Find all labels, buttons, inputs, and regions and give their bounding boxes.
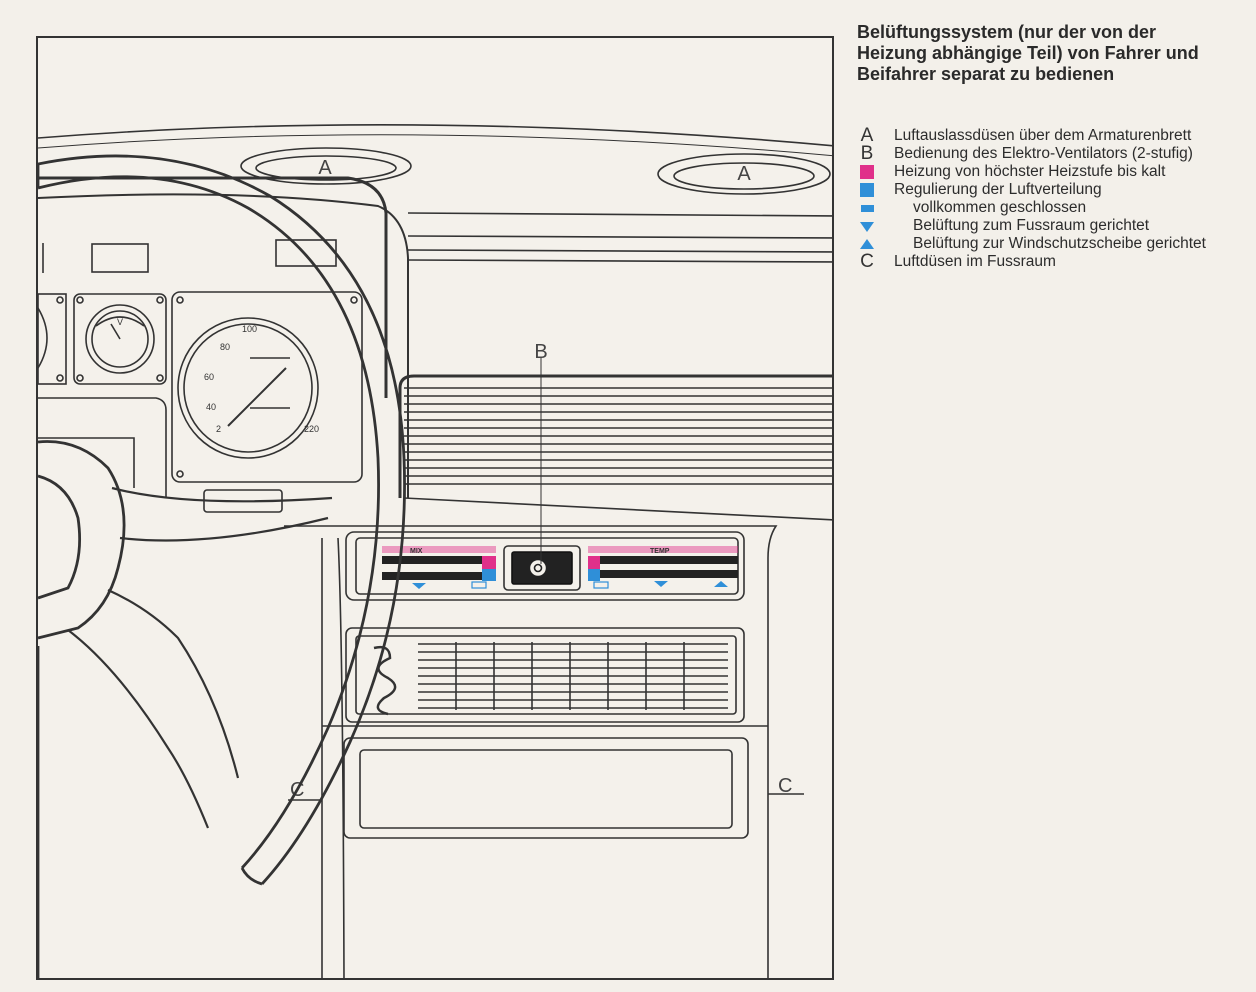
- label-a-left: A: [318, 157, 332, 179]
- dashboard-drawing: A A V: [38, 123, 832, 978]
- mix-scale: [382, 546, 496, 589]
- legend: A Luftauslassdüsen über dem Armaturenbre…: [857, 125, 1252, 272]
- mix-label: MIX: [410, 548, 423, 555]
- legend-text: Belüftung zum Fussraum gerichtet: [913, 217, 1150, 234]
- legend-item-air-distribution: Regulierung der Luftverteilung: [857, 181, 1252, 199]
- legend-key-c: C: [860, 251, 874, 272]
- speedo-tick: 220: [304, 424, 319, 434]
- legend-item-c: C Luftdüsen im Fussraum: [857, 251, 1252, 272]
- temp-scale: [588, 546, 738, 589]
- speedo-tick-labels: 100 80 60 40 2 220: [204, 324, 319, 434]
- cluster-lower-frame: [38, 397, 167, 498]
- central-vent: [398, 374, 832, 521]
- legend-item-b: B Bedienung des Elektro-Ventilators (2-s…: [857, 143, 1252, 164]
- legend-key-a: A: [860, 125, 874, 146]
- legend-item-footwell: Belüftung zum Fussraum gerichtet: [857, 217, 1252, 235]
- indicator-box-left: [91, 243, 149, 273]
- label-b: B: [534, 341, 547, 363]
- page-heading: Belüftungssystem (nur der von der Heizun…: [857, 22, 1249, 85]
- cluster-hood-inner: [38, 193, 409, 498]
- legend-text: Regulierung der Luftverteilung: [894, 181, 1102, 198]
- legend-text: Heizung von höchster Heizstufe bis kalt: [894, 163, 1166, 180]
- legend-item-heating: Heizung von höchster Heizstufe bis kalt: [857, 163, 1252, 181]
- heading-line: Beifahrer separat zu bedienen: [857, 64, 1115, 84]
- legend-text: Bedienung des Elektro-Ventilators (2-stu…: [894, 145, 1193, 162]
- gauge-mark: V: [117, 317, 123, 327]
- speedo-tick: 60: [204, 372, 214, 382]
- legend-item-a: A Luftauslassdüsen über dem Armaturenbre…: [857, 125, 1252, 146]
- steering-wheel: [38, 154, 406, 978]
- cluster-hood: [38, 176, 388, 398]
- label-c-right: C: [778, 775, 792, 797]
- heater-control-panel: [345, 531, 745, 601]
- speedo-tick: 80: [220, 342, 230, 352]
- legend-text: Belüftung zur Windschutzscheibe gerichte…: [913, 235, 1206, 252]
- vent-right: [657, 153, 831, 195]
- speedo-tick: 40: [206, 402, 216, 412]
- temp-label: TEMP: [650, 548, 670, 555]
- heading-line: Belüftungssystem (nur der von der: [857, 22, 1157, 42]
- speedo-tick: 2: [216, 424, 221, 434]
- legend-text: Luftauslassdüsen über dem Armaturenbrett: [894, 127, 1192, 144]
- speedo-tick: 100: [242, 324, 257, 334]
- legend-text: vollkommen geschlossen: [913, 199, 1087, 216]
- dashboard-lines: [407, 212, 832, 263]
- legend-key-b: B: [860, 143, 874, 164]
- speedometer: [171, 291, 363, 483]
- legend-item-windshield: Belüftung zur Windschutzscheibe gerichte…: [857, 235, 1252, 253]
- label-a-right: A: [737, 163, 751, 185]
- lower-grille: [345, 627, 745, 723]
- left-edge-gauge: [38, 293, 67, 385]
- cluster-lower-frame-inner: [38, 437, 135, 488]
- vent-left: [240, 147, 412, 185]
- legend-text: Luftdüsen im Fussraum: [894, 253, 1056, 270]
- heading-line: Heizung abhängige Teil) von Fahrer und: [857, 43, 1199, 63]
- small-gauge: [73, 293, 167, 385]
- figure-frame: A A V: [36, 36, 834, 980]
- center-console: [284, 525, 778, 978]
- fan-switch: [503, 545, 581, 591]
- dashboard-top-edge: [38, 123, 832, 147]
- legend-item-closed: vollkommen geschlossen: [857, 199, 1252, 217]
- dashboard-top-edge-inner: [38, 134, 832, 157]
